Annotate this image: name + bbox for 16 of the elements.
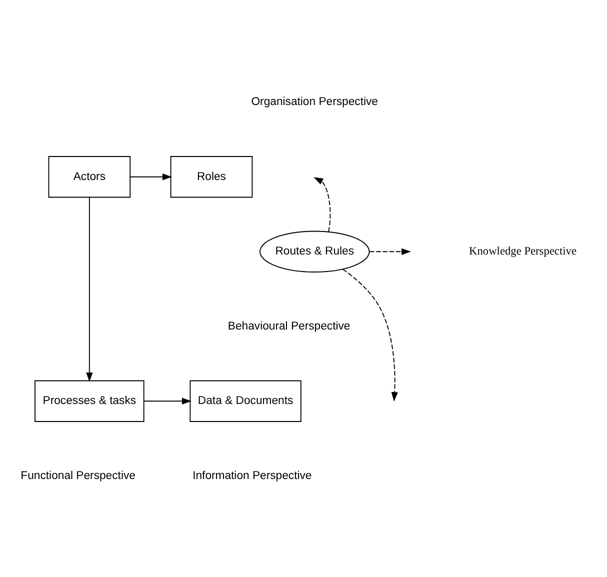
node-box: Data & Documents xyxy=(190,380,302,422)
node-ellipse: Routes & Rules xyxy=(260,230,370,272)
label: Functional Perspective xyxy=(20,469,136,482)
arrow xyxy=(144,397,192,404)
label: Organisation Perspective xyxy=(251,96,378,108)
arrow xyxy=(314,176,331,232)
arrow xyxy=(86,196,93,382)
node-box: Processes & tasks xyxy=(34,380,144,422)
label: Information Perspective xyxy=(192,469,312,482)
node-box: Roles xyxy=(170,156,253,198)
arrow xyxy=(342,268,398,402)
label: Behavioural Perspective xyxy=(228,320,350,332)
arrow xyxy=(369,248,411,254)
node-box: Actors xyxy=(48,156,131,198)
label: Knowledge Perspective xyxy=(469,245,576,258)
arrow xyxy=(130,173,172,180)
